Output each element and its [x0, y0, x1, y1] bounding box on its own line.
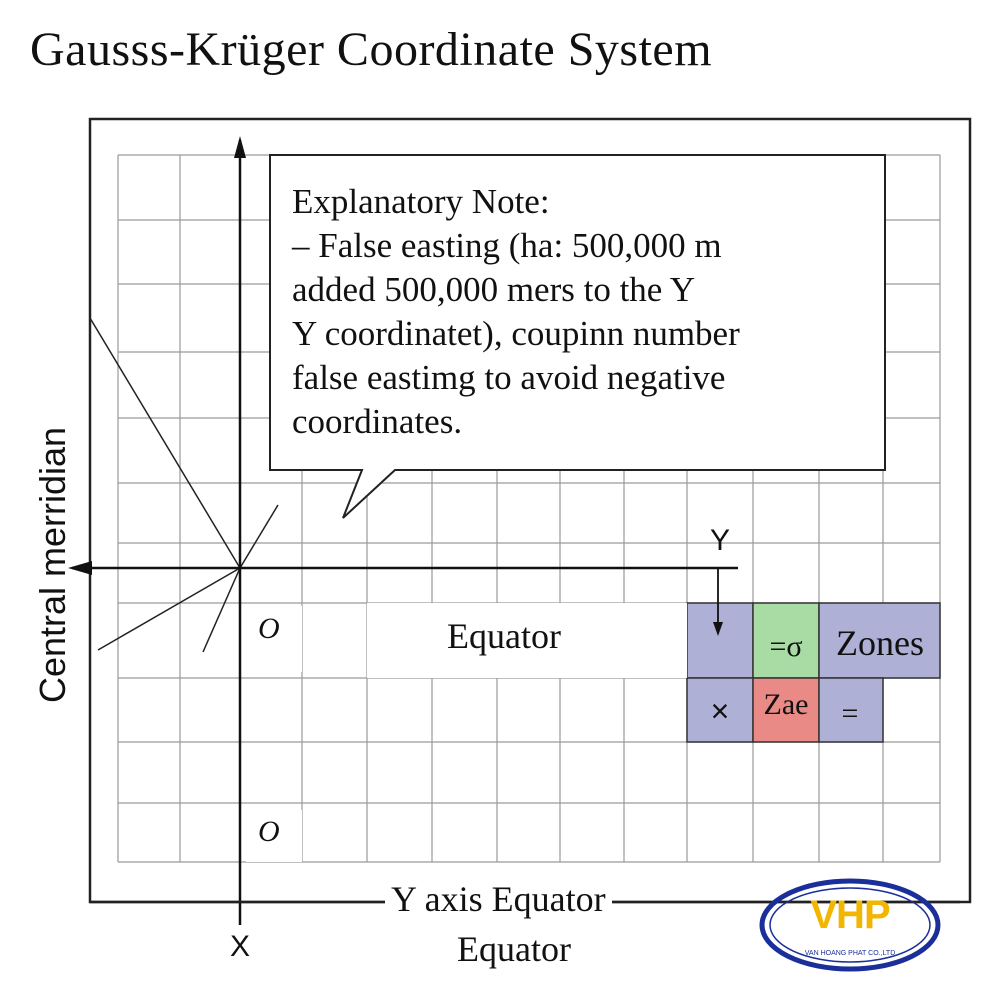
- equator-label-bg: [367, 603, 687, 678]
- legend-cell-zone-top: [686, 602, 754, 679]
- arrowhead-left: [68, 561, 92, 575]
- central-meridian-label: Central merridian: [32, 426, 73, 704]
- bottom-equator-label: Equator: [457, 929, 571, 969]
- note-line: added 500,000 mers to the Y: [292, 270, 696, 309]
- note-line: Y coordinatet), coupinn number: [292, 314, 740, 353]
- legend-zae-label: Zae: [763, 688, 809, 721]
- page-title: Gausss-Krüger Coordinate System: [30, 23, 713, 76]
- x-axis-label: X: [230, 930, 251, 963]
- origin-upper-bg: [246, 606, 302, 672]
- y-axis-label: Y: [710, 524, 731, 557]
- explanatory-note: Explanatory Note: – False easting (ha: 5…: [292, 180, 872, 444]
- bottom-axis-label: Y axis Equator: [385, 878, 612, 920]
- legend-sigma-label: =σ: [769, 630, 803, 663]
- equator-label: Equator: [447, 616, 561, 656]
- diagonal-line: [97, 567, 241, 651]
- legend-zones-label: Zones: [836, 623, 924, 663]
- vhp-logo-subtext: VAN HOANG PHAT CO.,LTD: [804, 950, 896, 957]
- arrowhead-down: [713, 622, 723, 636]
- origin-label-lower: O: [258, 815, 280, 848]
- logo-ring: [759, 878, 941, 972]
- origin-lower-bg: [246, 810, 302, 862]
- vhp-logo: VHP: [810, 893, 890, 937]
- note-heading: Explanatory Note:: [292, 182, 550, 221]
- diagonal-line: [202, 567, 241, 653]
- note-line: coordinates.: [292, 402, 463, 441]
- legend-equals-label: =: [841, 697, 859, 730]
- diagonal-line: [239, 504, 279, 569]
- note-bubble: [269, 154, 886, 519]
- origin-label-upper: O: [258, 612, 280, 645]
- logo-ring-inner: [769, 887, 931, 963]
- note-line: false eastimg to avoid negative: [292, 358, 726, 397]
- meridian-label-bg: [28, 420, 88, 710]
- note-line: – False easting (ha: 500,000 m: [292, 226, 722, 265]
- legend-x-label: ×: [710, 693, 730, 729]
- legend-cell-sigma: [752, 602, 820, 679]
- diagonal-line: [89, 317, 241, 569]
- legend-cell-equals: [818, 677, 884, 743]
- arrowhead-up: [234, 136, 246, 158]
- legend-cell-x: [686, 677, 754, 743]
